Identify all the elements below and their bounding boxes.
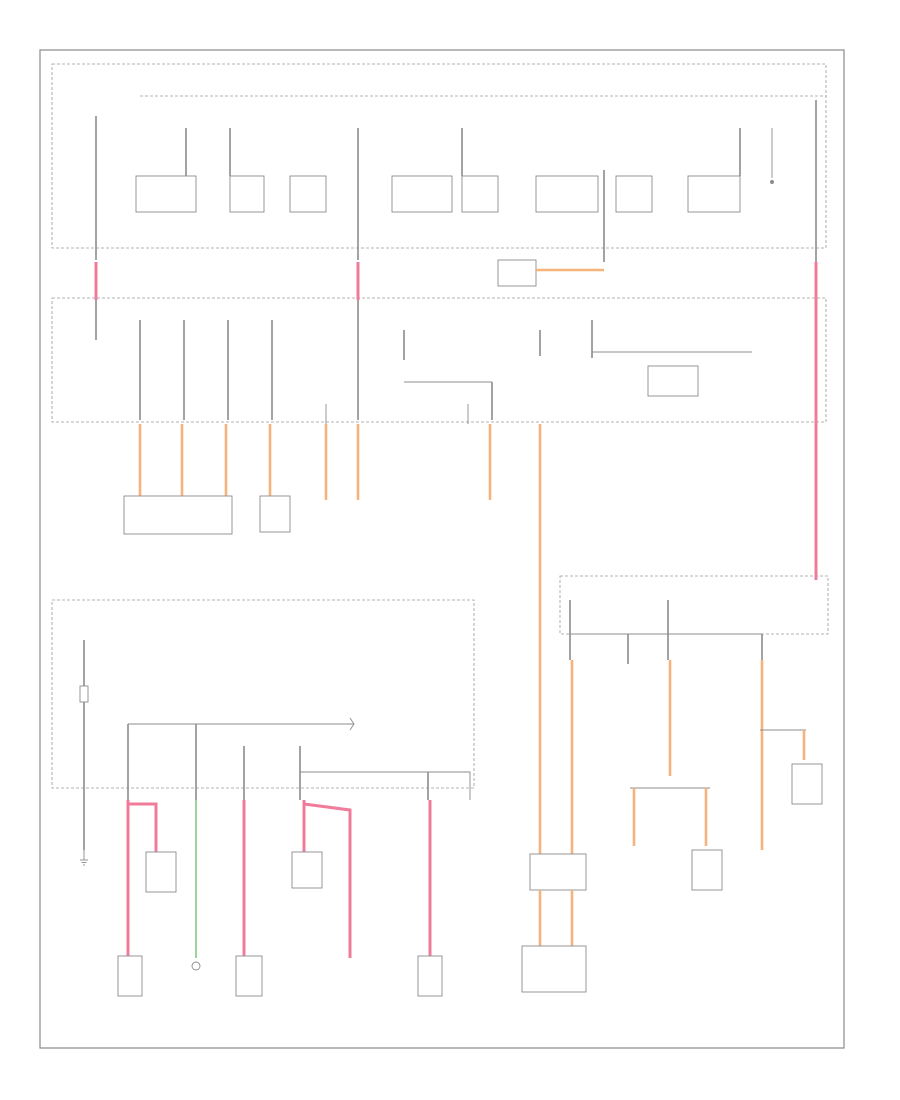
diagram-border (39, 49, 845, 1049)
module-box (791, 763, 823, 805)
module-box (117, 955, 143, 997)
relay-box (647, 365, 699, 397)
fuse-box (535, 175, 599, 213)
underhood-fuse-block-2 (51, 262, 827, 580)
module-box (235, 955, 263, 997)
fuse-box (229, 175, 265, 213)
module-box (691, 849, 723, 891)
lamp-symbol (191, 961, 201, 971)
right-fuse-block (559, 575, 829, 891)
module-box (123, 495, 233, 535)
lower-left-fuse-block (51, 599, 475, 850)
relay-box (497, 259, 537, 287)
fuse-box (461, 175, 499, 213)
underhood-fuse-block (51, 63, 827, 262)
fuse-box (615, 175, 653, 213)
fuse-box (391, 175, 453, 213)
module-box (291, 851, 323, 889)
fuse-box (135, 175, 197, 213)
module-box (521, 945, 587, 993)
fuse-box (289, 175, 327, 213)
module-box (417, 955, 443, 997)
fuse-box (687, 175, 741, 213)
module-box (529, 853, 587, 891)
module-box (145, 851, 177, 893)
module-box (259, 495, 291, 533)
